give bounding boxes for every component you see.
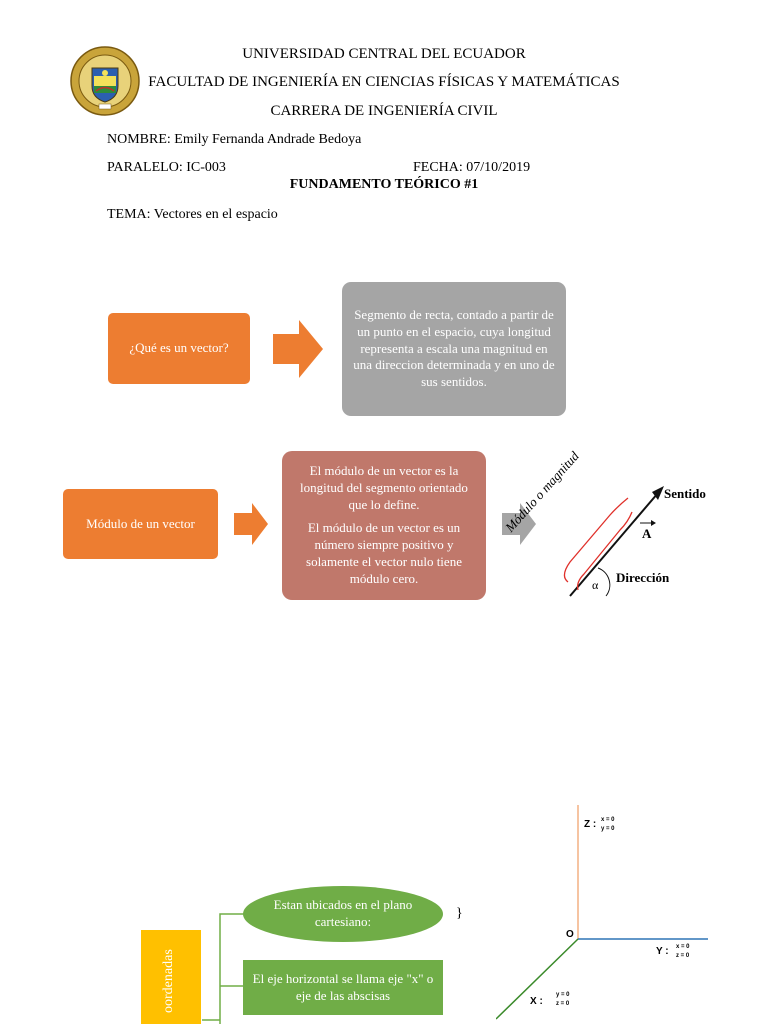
career-name: CARRERA DE INGENIERÍA CIVIL	[270, 103, 498, 119]
x-axis-cond-2: z = 0	[556, 1001, 570, 1007]
definition-text: Segmento de recta, contado a partir de u…	[353, 306, 555, 390]
module-definition-box: El módulo de un vector es la longitud de…	[282, 451, 486, 600]
z-axis-cond-2: y = 0	[601, 826, 615, 832]
question-box: ¿Qué es un vector?	[108, 313, 250, 384]
alpha-label: α	[592, 578, 599, 592]
x-axis-text: El eje horizontal se llama eje "x" o eje…	[252, 970, 434, 1003]
x-axis-label: X :	[530, 996, 543, 1007]
x-axis-box: El eje horizontal se llama eje "x" o eje…	[243, 960, 443, 1015]
university-name: UNIVERSIDAD CENTRAL DEL ECUADOR	[242, 46, 526, 62]
y-axis-cond-2: z = 0	[676, 953, 690, 959]
y-axis-cond-1: x = 0	[676, 944, 690, 950]
module-definition-1: El módulo de un vector es la longitud de…	[300, 463, 468, 513]
direccion-label: Dirección	[616, 570, 670, 585]
z-axis-cond-1: x = 0	[601, 817, 615, 823]
document-title: FUNDAMENTO TEÓRICO #1	[289, 177, 479, 192]
x-axis-cond-1: y = 0	[556, 992, 570, 998]
right-arrow-icon	[502, 503, 536, 550]
location-text: Estan ubicados en el plano cartesiano:	[273, 897, 413, 929]
university-seal-logo	[70, 46, 140, 116]
closing-brace: }	[456, 906, 463, 921]
connector-lines	[200, 890, 250, 1024]
yellow-category-box: oordenadas	[141, 930, 201, 1024]
fecha: FECHA: 07/10/2019	[413, 160, 531, 175]
question-text: ¿Qué es un vector?	[129, 340, 229, 356]
origin-label: O	[566, 929, 574, 940]
vector-name: A	[642, 526, 652, 541]
location-ellipse: Estan ubicados en el plano cartesiano:	[243, 886, 443, 942]
axes-diagram: Z : x = 0 y = 0 O Y : x = 0 z = 0 X : y …	[496, 805, 708, 1024]
tema: TEMA: Vectores en el espacio	[107, 207, 278, 222]
y-axis-label: Y :	[656, 946, 669, 957]
vector-diagram: Módulo o magnitud Sentido A α Dirección	[502, 448, 708, 600]
sentido-label: Sentido	[664, 486, 706, 501]
definition-box: Segmento de recta, contado a partir de u…	[342, 282, 566, 416]
right-arrow-icon	[273, 320, 323, 383]
faculty-name: FACULTAD DE INGENIERÍA EN CIENCIAS FÍSIC…	[148, 74, 620, 90]
right-arrow-icon	[234, 503, 268, 550]
paralelo: PARALELO: IC-003	[107, 160, 226, 175]
module-definition-2: El módulo de un vector es un número siem…	[306, 520, 462, 586]
module-label-text: Módulo de un vector	[86, 515, 195, 531]
yellow-category-label: oordenadas	[160, 949, 176, 1013]
student-name: NOMBRE: Emily Fernanda Andrade Bedoya	[107, 132, 362, 147]
z-axis-label: Z :	[584, 819, 597, 830]
module-label-box: Módulo de un vector	[63, 489, 218, 559]
